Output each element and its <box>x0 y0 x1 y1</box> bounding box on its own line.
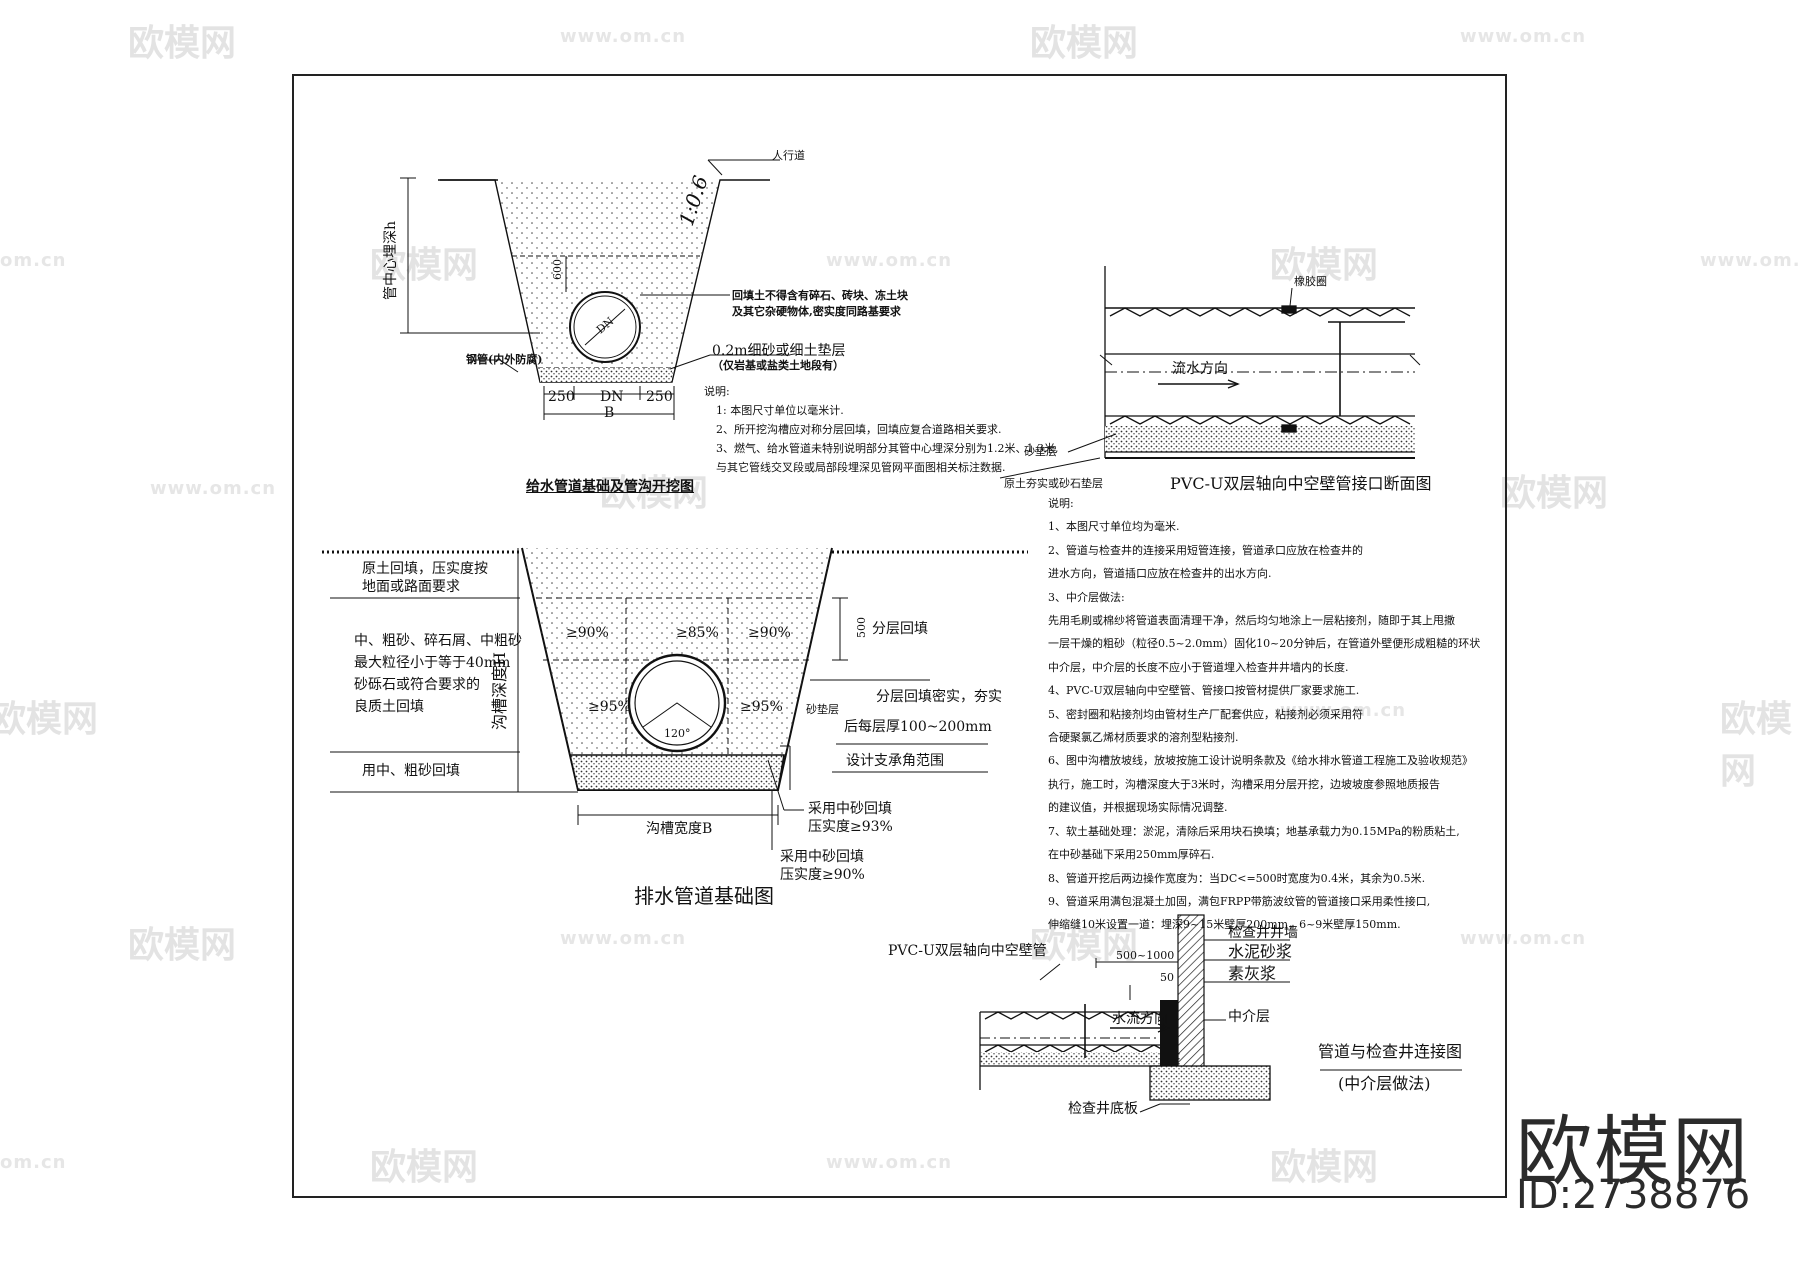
mid-sand-2b: 压实度≥90% <box>780 867 865 883</box>
drainage-note: 在中砂基础下采用250mm厚碎石. <box>1048 848 1215 862</box>
water-notes: 说明: 1: 本图尺寸单位以毫米计. 2、所开挖沟槽应对称分层回填，回填应复合道… <box>704 382 1058 477</box>
label-original-soil: 原土回填，压实度按 <box>362 561 488 577</box>
compaction-95-left: ≥95% <box>588 699 631 715</box>
cushion-label-2: （仅岩基或盐类土地段有） <box>712 359 844 372</box>
water-note: 3、燃气、给水管道未特别说明部分其管中心埋深分别为1.2米、1.3米, <box>716 442 1059 455</box>
brand-logo-text: 欧模网 <box>1516 1107 1750 1196</box>
dim-500: 500 <box>855 617 868 638</box>
water-flow-label: 水流方向 <box>1112 1011 1168 1027</box>
drainage-note: 一层干燥的粗砂（粒径0.5~2.0mm）固化10~20分钟后，在管道外壁便形成粗… <box>1048 637 1481 651</box>
drainage-note: 伸缩缝10米设置一道：埋深9~15米壁厚200mm，6~9米壁厚150mm. <box>1048 918 1401 932</box>
drainage-note: 7、软土基础处理：淤泥，清除后采用块石换填；地基承载力为0.15MPa的粉质粘土… <box>1048 824 1460 838</box>
backfill-note-1: 回填土不得含有碎石、砖块、冻土块 <box>732 289 908 302</box>
water-note: 2、所开挖沟槽应对称分层回填，回填应复合道路相关要求. <box>716 423 1002 436</box>
drainage-title: 排水管道基础图 <box>634 884 774 908</box>
drainage-note: 5、密封圈和粘接剂均由管材生产厂配套供应，粘接剂必须采用符 <box>1048 707 1363 721</box>
drainage-note: 6、图中沟槽放坡线，放坡按施工设计说明条款及《给水排水管道工程施工及验收规范》 <box>1048 754 1473 768</box>
manhole-connection-diagram <box>979 914 1462 1113</box>
layered-compact-1: 分层回填密实，夯实 <box>876 689 1002 705</box>
well-wall-label: 检查井井墙 <box>1228 925 1298 941</box>
drainage-note: 中介层，中介层的长度不应小于管道埋入检查井井墙内的长度. <box>1048 660 1349 674</box>
drainage-foundation-diagram <box>322 547 1028 850</box>
flow-direction-label: 流水方向 <box>1172 361 1228 377</box>
drainage-note: 4、PVC-U双层轴向中空壁管、管接口按管材提供厂家要求施工. <box>1048 684 1360 698</box>
brand-id: ID:2738876 <box>1516 1172 1751 1218</box>
drainage-note: 合硬聚氯乙烯材质要求的溶剂型粘接剂. <box>1048 731 1239 745</box>
water-note: 与其它管线交叉段或局部段埋深见管网平面图相关标注数据. <box>716 461 1006 474</box>
well-base-label: 检查井底板 <box>1068 1101 1138 1117</box>
manhole-connection-subtitle: (中介层做法) <box>1338 1074 1431 1093</box>
drainage-notes: 说明: 1、本图尺寸单位均为毫米. 2、管道与检查井的连接采用短管连接，管道承口… <box>1048 492 1480 937</box>
plain-slurry-label: 素灰浆 <box>1228 964 1277 983</box>
compaction-90-right: ≥90% <box>748 625 791 641</box>
trench-width-label: 沟槽宽度B <box>646 821 713 837</box>
water-note: 说明: <box>704 385 730 398</box>
cement-mortar-label: 水泥砂浆 <box>1228 942 1293 961</box>
drainage-note: 执行，施工时，沟槽深度大于3米时，沟槽采用分层开挖，边坡坡度参照地质报告 <box>1048 777 1440 791</box>
pvc-joint-diagram <box>999 266 1421 479</box>
dim-right: 250 <box>646 389 673 405</box>
compaction-95-right: ≥95% <box>740 699 783 715</box>
water-trench-diagram <box>400 159 790 420</box>
pvc-joint-title: PVC-U双层轴向中空壁管接口断面图 <box>1170 474 1432 493</box>
layered-backfill: 分层回填 <box>872 621 928 637</box>
drainage-note: 1、本图尺寸单位均为毫米. <box>1048 520 1180 534</box>
support-angle: 120° <box>664 727 691 740</box>
drainage-note: 9、管道采用满包混凝土加固，满包FRPP带筋波纹管的管道接口采用柔性接口, <box>1048 894 1431 908</box>
support-range-label: 设计支承角范围 <box>846 753 944 769</box>
compaction-90-left: ≥90% <box>566 625 609 641</box>
dim-left: 250 <box>548 389 575 405</box>
drainage-note: 3、中介层做法: <box>1048 590 1125 604</box>
original-soil-label: 原土夯实或砂石垫层 <box>1004 477 1103 490</box>
label-sand-1: 中、粗砂、碎石屑、中粗砂 <box>354 633 522 649</box>
drainage-note: 进水方向，管道插口应放在检查井的出水方向. <box>1048 567 1272 581</box>
water-note: 1: 本图尺寸单位以毫米计. <box>716 404 844 417</box>
dim-mid: DN <box>600 389 624 405</box>
depth-label: 管中心埋深h <box>383 220 399 300</box>
label-sand-4: 良质土回填 <box>354 699 424 715</box>
dim-500-1000: 500~1000 <box>1116 949 1175 962</box>
middle-layer-label: 中介层 <box>1228 1009 1270 1025</box>
label-original-soil-2: 地面或路面要求 <box>362 579 460 595</box>
dim-b: B <box>604 405 615 421</box>
drainage-note: 2、管道与检查井的连接采用短管连接，管道承口应放在检查井的 <box>1048 543 1363 557</box>
pvc-pipe-label: PVC-U双层轴向中空壁管 <box>888 943 1047 959</box>
label-coarse: 用中、粗砂回填 <box>362 763 460 779</box>
drawing-frame <box>292 74 1507 1198</box>
label-sand-3: 砂砾石或符合要求的 <box>354 677 480 693</box>
water-trench-title: 给水管道基础及管沟开挖图 <box>526 479 694 495</box>
sidewalk-label: 人行道 <box>772 149 805 162</box>
dim-600: 600 <box>551 259 564 280</box>
rubber-ring-label: 橡胶圈 <box>1294 275 1327 288</box>
trench-depth-label: 沟槽深度H <box>490 652 509 730</box>
layered-compact-2: 后每层厚100~200mm <box>844 719 992 735</box>
mid-sand-1: 采用中砂回填 <box>808 801 892 817</box>
label-sand-2: 最大粒径小于等于40mm <box>354 655 511 671</box>
mid-sand-2: 采用中砂回填 <box>780 849 864 865</box>
manhole-connection-title: 管道与检查井连接图 <box>1318 1042 1463 1061</box>
mid-sand-1b: 压实度≥93% <box>808 819 893 835</box>
steel-pipe-label: 钢管(内外防腐) <box>466 353 543 366</box>
dim-50: 50 <box>1160 971 1174 984</box>
cushion-label-1: 0.2m细砂或细土垫层 <box>712 343 846 359</box>
drainage-note: 8、管道开挖后两边操作宽度为：当DC<=500时宽度为0.4米，其余为0.5米. <box>1048 871 1426 885</box>
drainage-note: 的建议值，并根据现场实际情况调整. <box>1048 801 1228 815</box>
drainage-note: 先用毛刷或棉纱将管道表面清理干净，然后均匀地涂上一层粘接剂，随即于其上甩撒 <box>1048 614 1455 628</box>
compaction-85: ≥85% <box>676 625 719 641</box>
sand-cushion-label: 砂垫层 <box>806 703 839 716</box>
backfill-note-2: 及其它杂硬物体,密实度同路基要求 <box>732 305 901 318</box>
pipe-cushion-label: 砂垫层 <box>1024 445 1057 458</box>
drainage-note: 说明: <box>1048 497 1074 510</box>
